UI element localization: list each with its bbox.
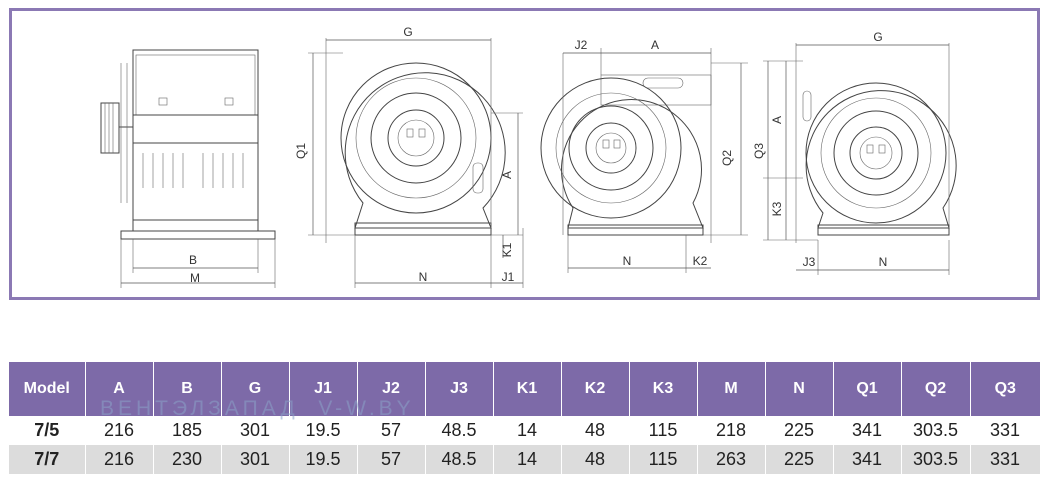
dim-label-a-front: A [500, 171, 514, 179]
cell-k1: 14 [493, 445, 562, 474]
cell-n: 225 [765, 416, 834, 445]
header-g: G [221, 362, 290, 416]
dim-label-b: B [189, 253, 197, 267]
header-model: Model [9, 362, 86, 416]
header-q2: Q2 [901, 362, 971, 416]
table-header-row: Model A B G J1 J2 J3 K1 K2 K3 M N Q1 Q2 … [9, 362, 1040, 416]
cell-b: 185 [153, 416, 222, 445]
cell-j2: 57 [357, 416, 426, 445]
cell-j1: 19.5 [289, 445, 358, 474]
cell-j1: 19.5 [289, 416, 358, 445]
header-b: B [153, 362, 222, 416]
cell-a: 216 [85, 445, 154, 474]
table-row: 7/5 216 185 301 19.5 57 48.5 14 48 115 2… [9, 416, 1041, 445]
dim-label-q1: Q1 [294, 143, 308, 159]
dim-label-j2: J2 [575, 38, 588, 52]
cell-m: 218 [697, 416, 766, 445]
cell-k3: 115 [629, 416, 698, 445]
dim-label-q2: Q2 [720, 150, 734, 166]
dim-label-k1: K1 [500, 242, 514, 257]
dim-label-n-middle: N [623, 254, 632, 268]
drawing-frame: B M G Q1 A K1 J1 N [9, 8, 1040, 300]
dim-label-g-front: G [403, 25, 412, 39]
dim-label-a-middle: A [651, 38, 659, 52]
dim-label-a-right: A [770, 116, 784, 124]
header-a: A [85, 362, 154, 416]
cell-j3: 48.5 [425, 445, 494, 474]
cell-j2: 57 [357, 445, 426, 474]
header-k2: K2 [561, 362, 630, 416]
dim-label-k3: K3 [770, 201, 784, 216]
header-k3: K3 [629, 362, 698, 416]
header-j3: J3 [425, 362, 494, 416]
cell-q2: 303.5 [901, 416, 971, 445]
header-k1: K1 [493, 362, 562, 416]
cell-b: 230 [153, 445, 222, 474]
header-j2: J2 [357, 362, 426, 416]
right-view-drawing: G Q3 A K3 J3 N [752, 30, 957, 275]
cell-g: 301 [221, 445, 290, 474]
cell-model: 7/7 [9, 445, 86, 474]
header-j1: J1 [289, 362, 358, 416]
technical-drawings: B M G Q1 A K1 J1 N [100, 25, 957, 288]
dim-label-g-right: G [873, 30, 882, 44]
dimensions-table: Model A B G J1 J2 J3 K1 K2 K3 M N Q1 Q2 … [9, 362, 1041, 474]
cell-q1: 341 [833, 416, 902, 445]
dim-label-n-front: N [419, 270, 428, 284]
cell-k1: 14 [493, 416, 562, 445]
cell-g: 301 [221, 416, 290, 445]
header-n: N [765, 362, 834, 416]
header-m: M [697, 362, 766, 416]
dim-label-j3: J3 [803, 255, 816, 269]
cell-q1: 341 [833, 445, 902, 474]
cell-m: 263 [697, 445, 766, 474]
side-view-drawing: B M [100, 49, 276, 288]
dim-label-m: M [190, 271, 200, 285]
cell-q3: 331 [970, 445, 1041, 474]
dim-label-n-right: N [879, 255, 888, 269]
header-q1: Q1 [833, 362, 902, 416]
middle-view-drawing: J2 A Q2 N K2 [540, 38, 748, 273]
dim-label-j1: J1 [502, 270, 515, 284]
cell-q2: 303.5 [901, 445, 971, 474]
cell-j3: 48.5 [425, 416, 494, 445]
cell-k2: 48 [561, 445, 630, 474]
cell-q3: 331 [970, 416, 1041, 445]
front-view-drawing: G Q1 A K1 J1 N [294, 25, 524, 288]
dim-label-k2: K2 [693, 254, 708, 268]
cell-k2: 48 [561, 416, 630, 445]
cell-n: 225 [765, 445, 834, 474]
cell-model: 7/5 [9, 416, 86, 445]
cell-k3: 115 [629, 445, 698, 474]
header-q3: Q3 [970, 362, 1040, 416]
dim-label-q3: Q3 [752, 143, 766, 159]
cell-a: 216 [85, 416, 154, 445]
table-row: 7/7 216 230 301 19.5 57 48.5 14 48 115 2… [9, 445, 1041, 474]
